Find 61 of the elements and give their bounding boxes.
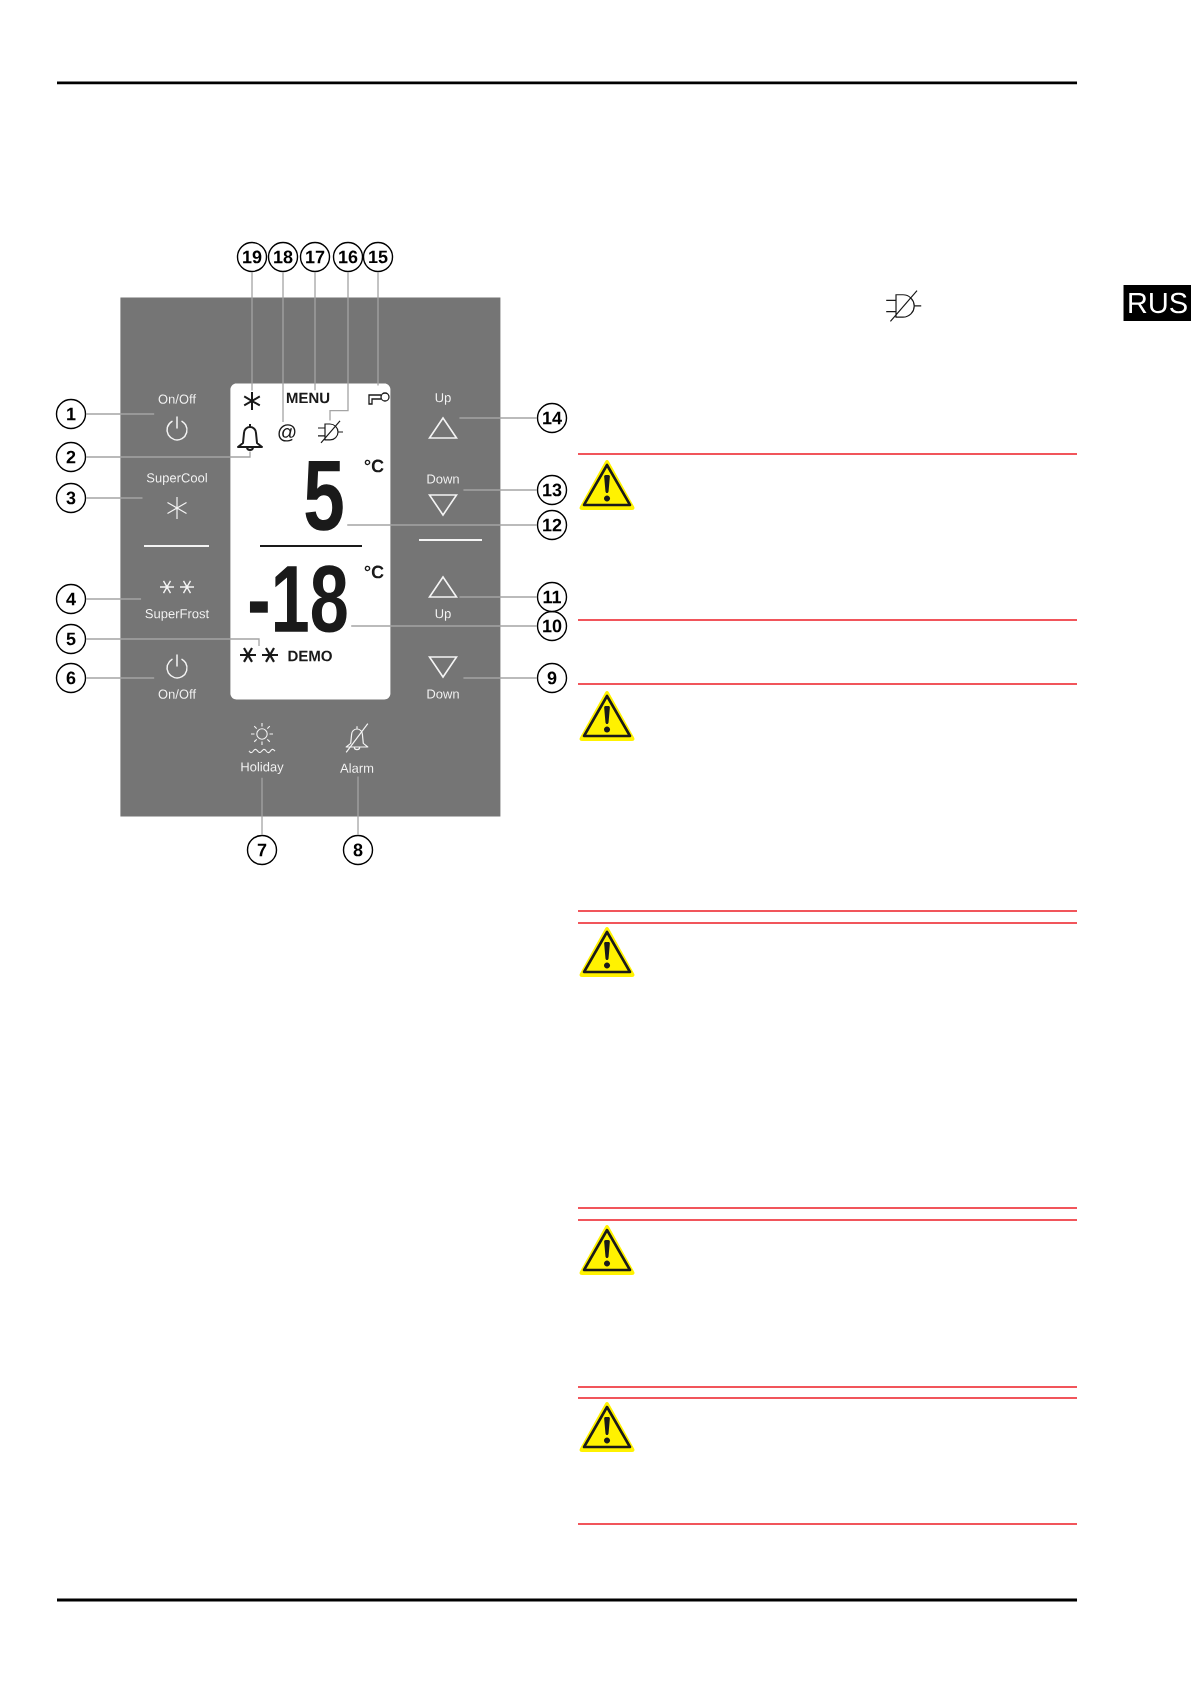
key-label: Down [427,689,459,699]
language-tab: RUS [1123,284,1191,321]
snowflakes-icon [238,646,280,663]
callout-number: 14 [536,402,568,434]
leader-line [462,677,538,679]
leader-line [458,596,538,598]
key-label: SuperCool [146,472,207,486]
callout-number: 17 [299,241,331,273]
leader-line [462,489,538,491]
leader-line [261,777,263,836]
leader-line [329,271,349,422]
leader-line [85,497,144,499]
key-label: On/Off [158,394,197,404]
leader-line [85,450,251,458]
leader-line [85,677,155,679]
key-label: Holiday [241,761,284,775]
callout-number: 11 [536,581,568,613]
leader-line [85,638,260,647]
leader-line [458,417,538,419]
leader-line [350,625,538,627]
unit-label: °C [364,459,384,473]
leader-line [85,598,142,600]
at-sign: @ [278,424,296,442]
callout-number: 3 [55,482,87,514]
key-label: Up [435,609,451,621]
callout-number: 12 [536,509,568,541]
callout-number: 5 [55,623,87,655]
leader-line [282,271,284,423]
callout-number: 15 [362,241,394,273]
plug-icon [317,420,344,444]
key-icon [368,392,390,405]
callout-number: 13 [536,474,568,506]
callout-number: 4 [55,583,87,615]
leader-line [346,524,538,526]
key-label: Alarm [340,763,374,773]
callout-number: 10 [536,610,568,642]
mode-label: DEMO [288,650,332,662]
callout-number: 16 [332,241,364,273]
callout-number: 9 [536,662,568,694]
leader-line [251,271,253,392]
bell-icon [237,423,263,451]
key-label: On/Off [158,689,197,699]
callout-number: 7 [246,834,278,866]
leader-line [357,775,359,836]
callout-number: 1 [55,398,87,430]
unit-label: °C [364,565,384,579]
key-label: Up [435,393,451,405]
callout-number: 19 [236,241,268,273]
leader-line [314,271,316,391]
callout-number: 18 [267,241,299,273]
display-screen [230,383,391,700]
leader-line [85,413,155,415]
temperature-digits: 5 [305,461,343,531]
temperature-digits: -18 [249,565,347,633]
key-label: SuperFrost [145,609,210,621]
callout-number: 6 [55,662,87,694]
key-label: Down [427,474,459,484]
snowflake-icon [243,390,261,411]
callout-number: 2 [55,441,87,473]
callout-number: 8 [342,834,374,866]
menu-label: MENU [286,392,330,404]
